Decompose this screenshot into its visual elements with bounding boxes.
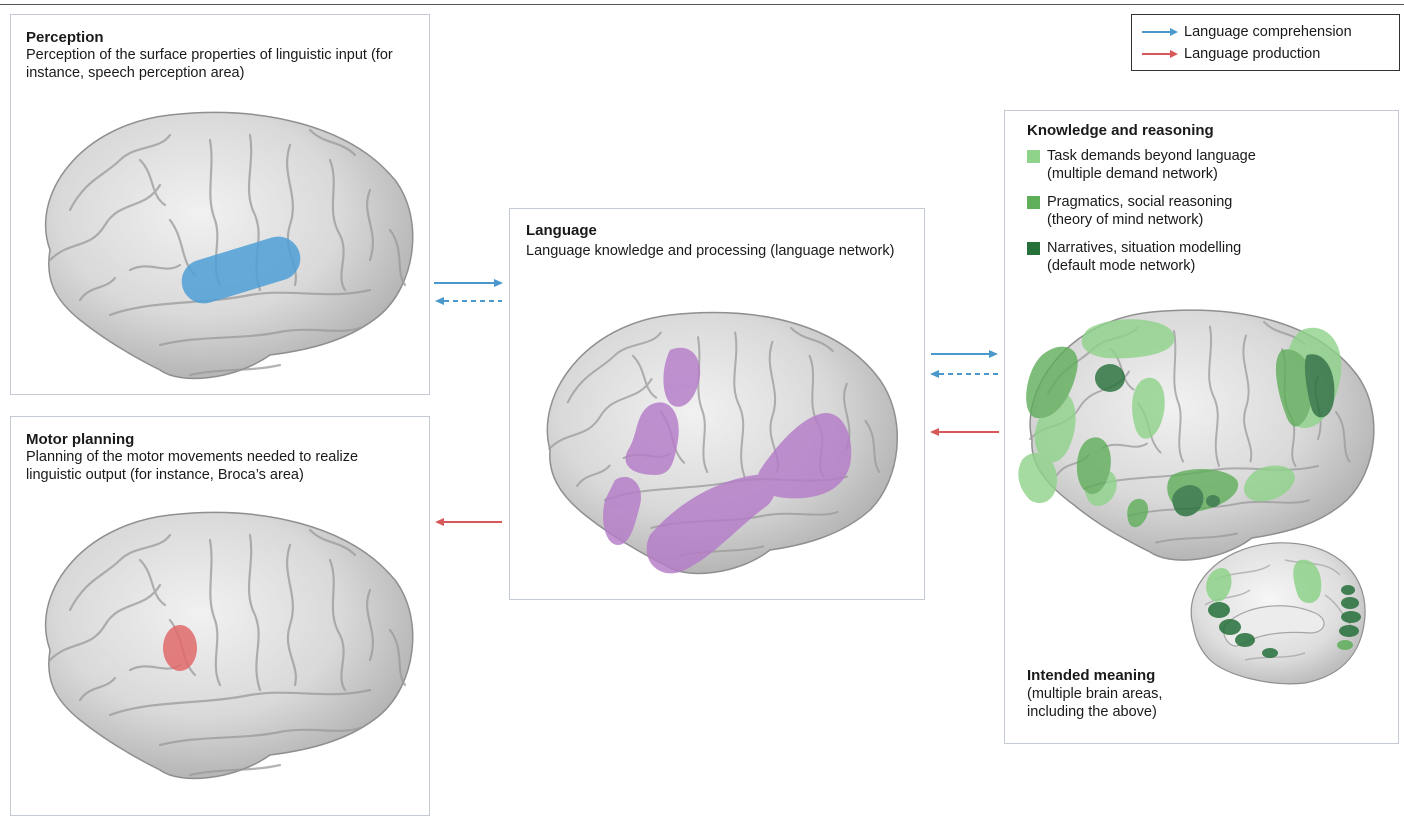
motor-planning-description: Planning of the motor movements needed t… <box>26 449 396 484</box>
perception-title: Perception <box>26 29 104 47</box>
default-mode-network: (default mode network) <box>1047 257 1241 275</box>
legend-production: Language production <box>1142 44 1320 64</box>
knowledge-brain-medial <box>1175 535 1375 690</box>
arrow-language-to-motor <box>432 512 508 532</box>
arrow-head-left-icon <box>930 370 939 378</box>
multiple-demand-label: Task demands beyond language <box>1047 147 1256 165</box>
knowledge-item-default-mode: Narratives, situation modelling (default… <box>1027 239 1241 275</box>
brocas-area <box>163 625 197 671</box>
swatch-multiple-demand <box>1027 150 1040 163</box>
language-title: Language <box>526 222 597 240</box>
arrow-perception-to-language <box>432 275 508 309</box>
top-rule <box>0 4 1404 5</box>
arrow-head-right-icon <box>989 350 998 358</box>
motor-planning-title: Motor planning <box>26 431 134 449</box>
arrow-head-right-icon <box>494 279 503 287</box>
intended-meaning-title: Intended meaning <box>1027 667 1155 685</box>
legend-production-label: Language production <box>1184 46 1320 62</box>
default-mode-label: Narratives, situation modelling <box>1047 239 1241 257</box>
production-arrow-icon <box>1142 49 1178 59</box>
swatch-theory-of-mind <box>1027 196 1040 209</box>
knowledge-title: Knowledge and reasoning <box>1027 122 1214 140</box>
legend: Language comprehension Language producti… <box>1131 14 1400 71</box>
multiple-demand-network: (multiple demand network) <box>1047 165 1256 183</box>
intended-meaning-line2: including the above) <box>1027 704 1157 722</box>
intended-meaning-line1: (multiple brain areas, <box>1027 686 1162 704</box>
arrow-knowledge-to-language-production <box>927 422 1003 442</box>
language-brain <box>520 300 910 590</box>
motor-planning-brain <box>10 500 430 798</box>
knowledge-brain-lateral <box>1012 300 1392 570</box>
theory-of-mind-network: (theory of mind network) <box>1047 211 1232 229</box>
knowledge-item-multiple-demand: Task demands beyond language (multiple d… <box>1027 147 1256 183</box>
knowledge-item-theory-of-mind: Pragmatics, social reasoning (theory of … <box>1027 193 1232 229</box>
legend-comprehension: Language comprehension <box>1142 22 1352 42</box>
swatch-default-mode <box>1027 242 1040 255</box>
language-description: Language knowledge and processing (langu… <box>526 243 916 261</box>
perception-brain <box>10 100 430 390</box>
comprehension-arrow-icon <box>1142 27 1178 37</box>
arrow-language-knowledge-comprehension <box>927 346 1003 380</box>
arrow-head-left-icon <box>435 297 444 305</box>
legend-comprehension-label: Language comprehension <box>1184 24 1352 40</box>
arrow-head-left-icon <box>435 518 444 526</box>
theory-of-mind-label: Pragmatics, social reasoning <box>1047 193 1232 211</box>
arrow-head-left-icon <box>930 428 939 436</box>
perception-description: Perception of the surface properties of … <box>26 47 426 82</box>
